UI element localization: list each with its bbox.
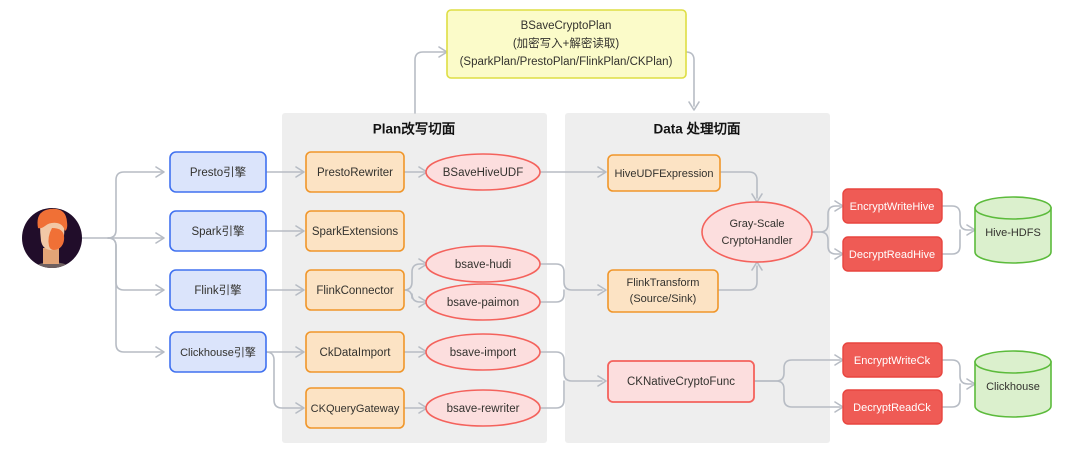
node-ckdataimport[interactable]: CkDataImport: [305, 331, 405, 373]
ckdataimport-label: CkDataImport: [320, 347, 392, 359]
arrowhead-data-in: [688, 101, 700, 111]
edge-decryptreadck-to-clickhousestore: [941, 383, 961, 408]
arrowhead-hiveudfexpression-in: [597, 166, 607, 178]
store-hive-hdfs[interactable]: Hive-HDFS: [974, 196, 1052, 264]
edge-avatar-to-presto: [107, 171, 163, 239]
avatar-hair: [37, 208, 68, 231]
user-avatar: [22, 208, 82, 268]
presto-engine-label: Presto引擎: [190, 165, 247, 179]
node-presto-engine[interactable]: Presto引擎: [169, 151, 267, 193]
node-bsavecryptoplan[interactable]: BSaveCryptoPlan (加密写入+解密读取) (SparkPlan/P…: [446, 9, 687, 79]
edge-flinkconnector-to-bsavehudi: [403, 263, 425, 291]
node-spark-engine[interactable]: Spark引擎: [169, 210, 267, 252]
store-clickhouse[interactable]: Clickhouse: [974, 350, 1052, 418]
bsavecryptoplan-line2: (加密写入+解密读取): [513, 36, 620, 50]
node-clickhouse-engine[interactable]: Clickhouse引擎: [169, 331, 267, 373]
edge-hiveudfexpression-to-handler: [719, 171, 758, 199]
avatar-beard: [48, 228, 65, 250]
decryptreadck-label: DecryptReadCk: [853, 402, 931, 414]
arrowhead-presto-in: [155, 166, 165, 178]
bsave-rewriter-label: bsave-rewriter: [447, 403, 520, 415]
clickhouse-engine-label: Clickhouse引擎: [180, 345, 256, 359]
arrowhead-cknativecryptofunc-in: [597, 375, 607, 387]
arrowhead-flink-in: [155, 284, 165, 296]
node-bsave-import[interactable]: bsave-import: [425, 333, 541, 371]
edge-bsaveimport-to-cknativecryptofunc: [539, 351, 603, 382]
node-bsave-paimon[interactable]: bsave-paimon: [425, 283, 541, 321]
edge-clickhouse-to-ckquerygateway: [265, 351, 303, 409]
node-cknativecryptofunc[interactable]: CKNativeCryptoFunc: [607, 360, 755, 403]
arrowhead-spark-in: [155, 232, 165, 244]
bsavecryptoplan-line1: BSaveCryptoPlan: [521, 20, 612, 32]
spark-engine-label: Spark引擎: [191, 224, 245, 238]
node-flink-engine[interactable]: Flink引擎: [169, 269, 267, 311]
encryptwritehive-label: EncryptWriteHive: [850, 201, 935, 213]
prestorewriter-label: PrestoRewriter: [317, 167, 393, 179]
grayscale-cryptohandler-line2: CryptoHandler: [722, 235, 793, 247]
flinkconnector-label: FlinkConnector: [316, 285, 394, 297]
edge-bsavecryptoplan-to-data: [685, 51, 695, 107]
node-prestorewriter[interactable]: PrestoRewriter: [305, 151, 405, 193]
encryptwriteck-label: EncryptWriteCk: [854, 355, 931, 367]
node-sparkextensions[interactable]: SparkExtensions: [305, 210, 405, 252]
edge-cknativecryptofunc-to-encryptwriteck: [753, 359, 841, 382]
decryptreadhive-label: DecryptReadHive: [849, 249, 935, 261]
node-decryptreadck[interactable]: DecryptReadCk: [842, 389, 943, 425]
edge-handler-to-encryptwritehive: [811, 205, 841, 233]
node-encryptwriteck[interactable]: EncryptWriteCk: [842, 342, 943, 378]
node-grayscale-cryptohandler[interactable]: Gray-Scale CryptoHandler: [701, 201, 813, 263]
clickhouse-store-label: Clickhouse: [986, 381, 1040, 393]
hiveudfexpression-label: HiveUDFExpression: [614, 168, 713, 180]
node-ckquerygateway[interactable]: CKQueryGateway: [305, 387, 405, 429]
bsavehiveudf-label: BSaveHiveUDF: [443, 167, 524, 179]
node-encryptwritehive[interactable]: EncryptWriteHive: [842, 188, 943, 224]
node-decryptreadhive[interactable]: DecryptReadHive: [842, 236, 943, 272]
node-bsave-rewriter[interactable]: bsave-rewriter: [425, 389, 541, 427]
avatar-shoulders: [23, 262, 81, 268]
node-bsavehiveudf[interactable]: BSaveHiveUDF: [425, 153, 541, 191]
edge-encryptwriteck-to-clickhousestore: [941, 359, 973, 385]
bsave-paimon-label: bsave-paimon: [447, 297, 519, 309]
node-flinkconnector[interactable]: FlinkConnector: [305, 269, 405, 311]
node-hiveudfexpression[interactable]: HiveUDFExpression: [607, 154, 721, 192]
cknativecryptofunc-label: CKNativeCryptoFunc: [627, 376, 735, 388]
edge-bsavepaimon-to-flinktransform: [539, 289, 565, 303]
hive-hdfs-label: Hive-HDFS: [985, 227, 1041, 239]
panel-data-title: Data 处理切面: [653, 121, 741, 137]
sparkextensions-label: SparkExtensions: [312, 226, 399, 238]
bsave-hudi-label: bsave-hudi: [455, 259, 511, 271]
flink-engine-label: Flink引擎: [194, 283, 242, 297]
bsavecryptoplan-line3: (SparkPlan/PrestoPlan/FlinkPlan/CKPlan): [460, 56, 673, 68]
edge-decryptreadhive-to-hivehdfs: [941, 229, 961, 255]
arrowhead-flinkconnector-in: [295, 284, 305, 296]
node-bsave-hudi[interactable]: bsave-hudi: [425, 245, 541, 283]
node-flinktransform[interactable]: FlinkTransform (Source/Sink): [607, 269, 719, 313]
grayscale-cryptohandler-line1: Gray-Scale: [729, 218, 784, 230]
edge-flinktransform-to-handler: [717, 265, 758, 291]
arrowhead-ckdataimport-in: [295, 346, 305, 358]
bsave-import-label: bsave-import: [450, 347, 517, 359]
arrowhead-clickhouse-in: [155, 346, 165, 358]
arrowhead-prestorewriter-in: [295, 166, 305, 178]
avatar-neck: [43, 248, 59, 264]
edge-bsaverewriter-to-cknativecryptofunc: [539, 380, 565, 409]
edge-flinkconnector-to-bsavepaimon: [403, 289, 425, 303]
edge-bsavehudi-to-flinktransform: [539, 263, 603, 291]
arrowhead-ckquerygateway-in: [295, 402, 305, 414]
panel-plan-title: Plan改写切面: [373, 121, 456, 137]
edge-handler-to-decryptreadhive: [811, 231, 841, 255]
arrowhead-sparkextensions-in: [295, 225, 305, 237]
edge-encryptwritehive-to-hivehdfs: [941, 205, 973, 231]
ckquerygateway-label: CKQueryGateway: [311, 403, 400, 415]
edge-cknativecryptofunc-to-decryptreadck: [753, 380, 841, 408]
edge-avatar-to-clickhouse: [107, 237, 163, 353]
flinktransform-label-line1: FlinkTransform: [627, 277, 700, 289]
flinktransform-label-line2: (Source/Sink): [630, 293, 697, 305]
edge-plan-to-bsavecryptoplan: [414, 51, 446, 114]
arrowhead-flinktransform-in: [597, 284, 607, 296]
edges-layer: [79, 46, 976, 414]
